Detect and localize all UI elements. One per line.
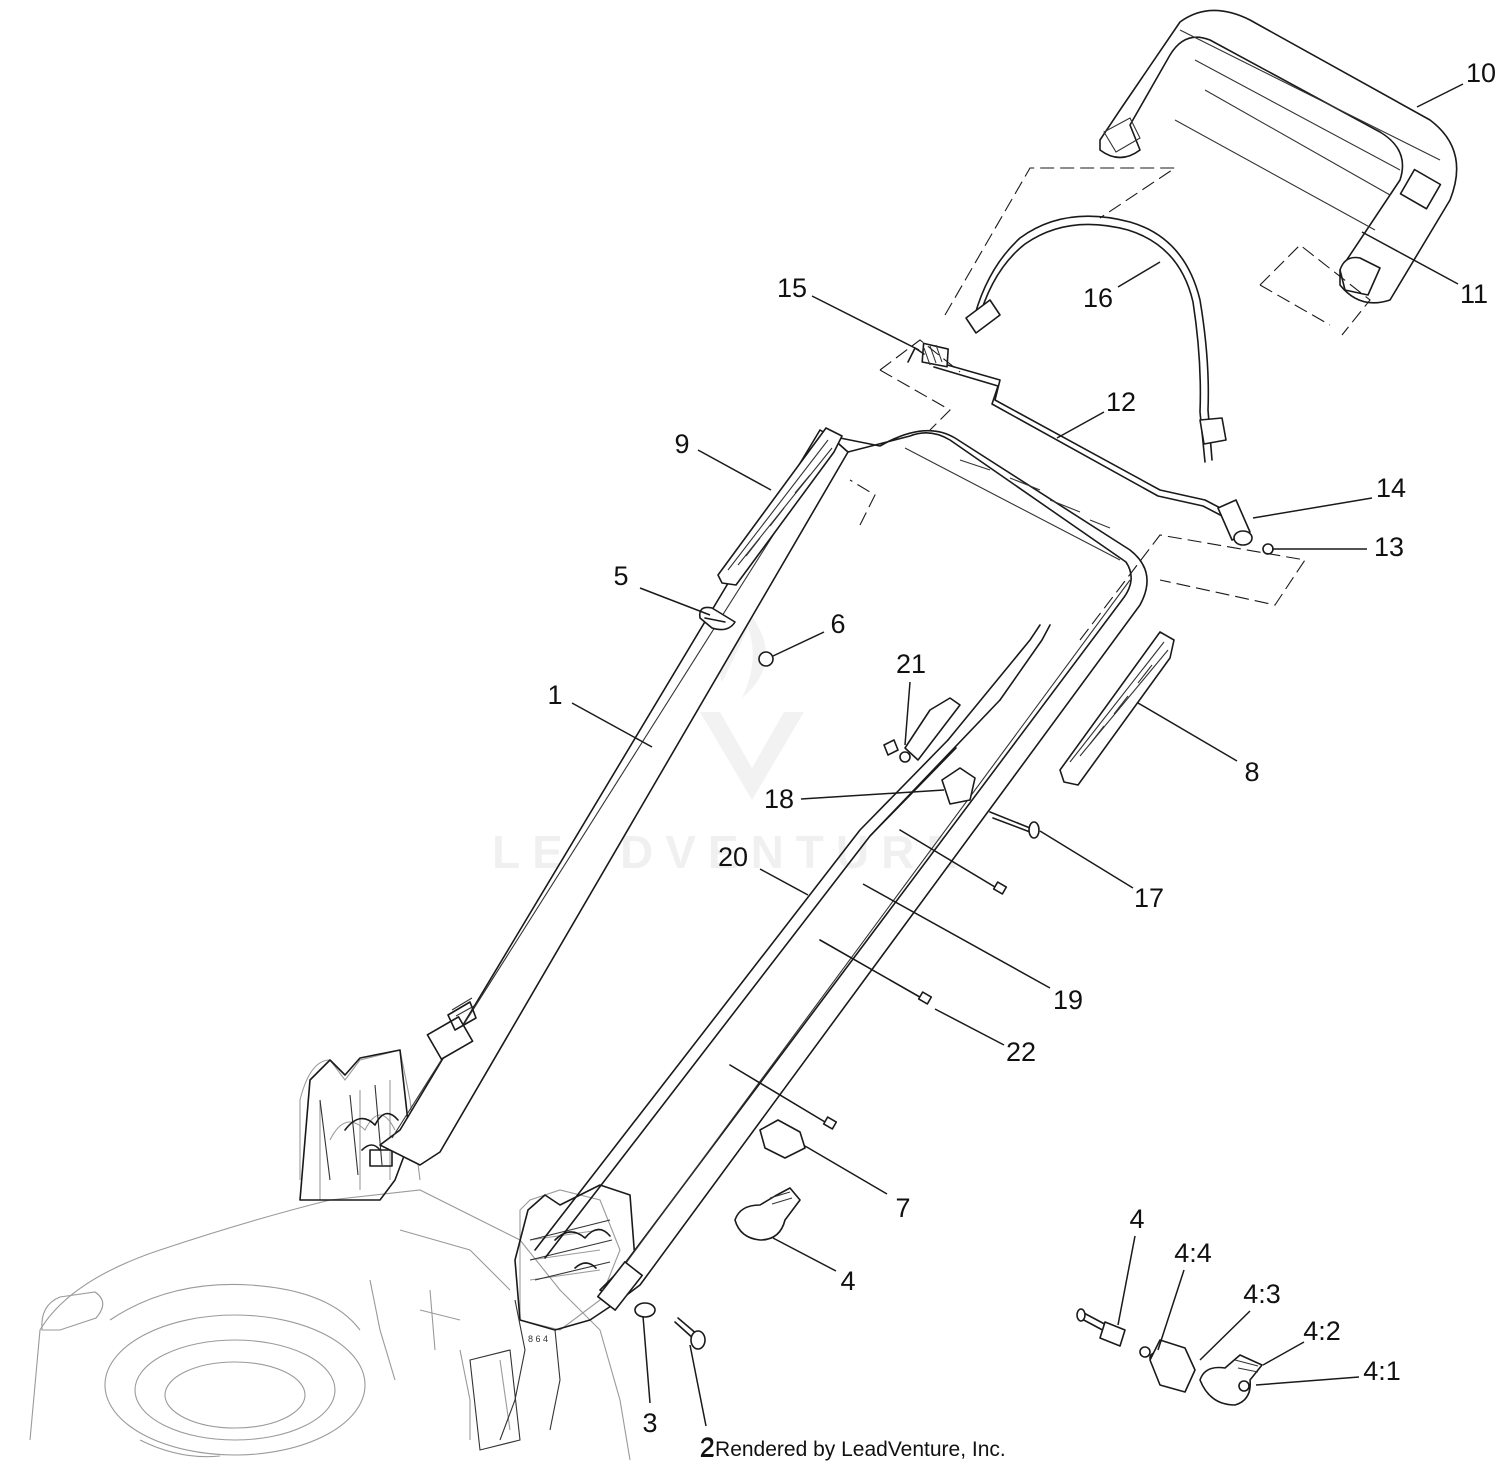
- callout-1: 1: [547, 680, 562, 710]
- control-cables: [534, 624, 1051, 1259]
- leader-line-6: [772, 631, 825, 657]
- cable-ties: [729, 829, 1008, 1130]
- height-adjust-hardware: [634, 1119, 806, 1350]
- callout-18: 18: [764, 784, 794, 814]
- leader-line-15: [811, 295, 920, 351]
- leader-line-4: [772, 1237, 837, 1272]
- callout-4: 4: [840, 1266, 855, 1296]
- leader-line-14: [1252, 497, 1373, 519]
- leader-line-10: [1416, 83, 1464, 108]
- small-hardware: [698, 606, 1040, 839]
- leader-line-9: [697, 449, 772, 491]
- leader-line-20: [759, 868, 809, 896]
- leader-line-22: [934, 1008, 1005, 1046]
- leader-line-4: [1117, 1235, 1136, 1326]
- callout-3: 3: [642, 1408, 657, 1438]
- credit-text: Rendered by LeadVenture, Inc.: [715, 1438, 1006, 1461]
- rod-bushing-and-washer: [1217, 499, 1274, 555]
- callout-17: 17: [1134, 883, 1164, 913]
- leader-line-7: [804, 1145, 888, 1195]
- callout-leaders: [571, 83, 1464, 1427]
- callout-6: 6: [830, 609, 845, 639]
- right-handle-grip: [1059, 631, 1175, 786]
- mower-deck: [29, 1049, 631, 1461]
- callout-4: 4: [1129, 1204, 1144, 1234]
- callout-7: 7: [895, 1193, 910, 1223]
- upper-handle-frame: [596, 429, 1148, 1311]
- leader-line-5: [639, 587, 711, 616]
- callout-15: 15: [777, 273, 807, 303]
- leader-line-11: [1361, 231, 1459, 285]
- leader-line-18: [800, 789, 945, 800]
- left-handle-grip: [717, 427, 843, 586]
- leader-line-8: [1137, 702, 1238, 762]
- callout-2: 2: [699, 1433, 714, 1463]
- leader-line-4-4: [1157, 1269, 1185, 1351]
- callout-4-2: 4:2: [1303, 1316, 1341, 1346]
- leader-line-19: [862, 883, 1051, 989]
- leader-line-1: [571, 702, 653, 748]
- leader-line-21: [904, 681, 911, 746]
- assembly-dash-lines: [849, 167, 1371, 641]
- callout-8: 8: [1244, 757, 1259, 787]
- callout-19: 19: [1053, 985, 1083, 1015]
- callout-11: 11: [1460, 279, 1488, 309]
- callout-4-3: 4:3: [1243, 1279, 1281, 1309]
- adjuster-knob-exploded: [1076, 1308, 1263, 1406]
- leader-line-3: [642, 1315, 651, 1404]
- leader-line-12: [1056, 411, 1105, 439]
- callout-9: 9: [674, 429, 689, 459]
- callout-12: 12: [1106, 387, 1136, 417]
- control-rod: [907, 342, 1229, 519]
- callout-10: 10: [1466, 58, 1496, 88]
- figure-number: 2: [700, 1432, 716, 1462]
- upper-handle-grip: [1099, 9, 1458, 304]
- leader-line-4-3: [1199, 1310, 1251, 1361]
- left-handle-bracket: [299, 1049, 411, 1201]
- footer-credit: 2Rendered by LeadVenture, Inc.: [700, 1432, 1006, 1463]
- callout-4-4: 4:4: [1174, 1238, 1212, 1268]
- operator-bail: [965, 215, 1227, 463]
- svg-text:8 6 4: 8 6 4: [528, 1334, 548, 1344]
- callout-13: 13: [1374, 532, 1404, 562]
- callout-21: 21: [896, 649, 926, 679]
- callout-5: 5: [613, 561, 628, 591]
- callout-16: 16: [1083, 283, 1113, 313]
- callout-20: 20: [718, 842, 748, 872]
- leader-line-17: [1039, 830, 1134, 889]
- leader-line-4-2: [1262, 1341, 1305, 1366]
- callout-14: 14: [1376, 473, 1406, 503]
- leader-line-16: [1117, 261, 1161, 288]
- leader-line-4-1: [1255, 1376, 1360, 1386]
- leader-line-2: [689, 1344, 707, 1427]
- callout-22: 22: [1006, 1037, 1036, 1067]
- callout-4-1: 4:1: [1363, 1356, 1401, 1386]
